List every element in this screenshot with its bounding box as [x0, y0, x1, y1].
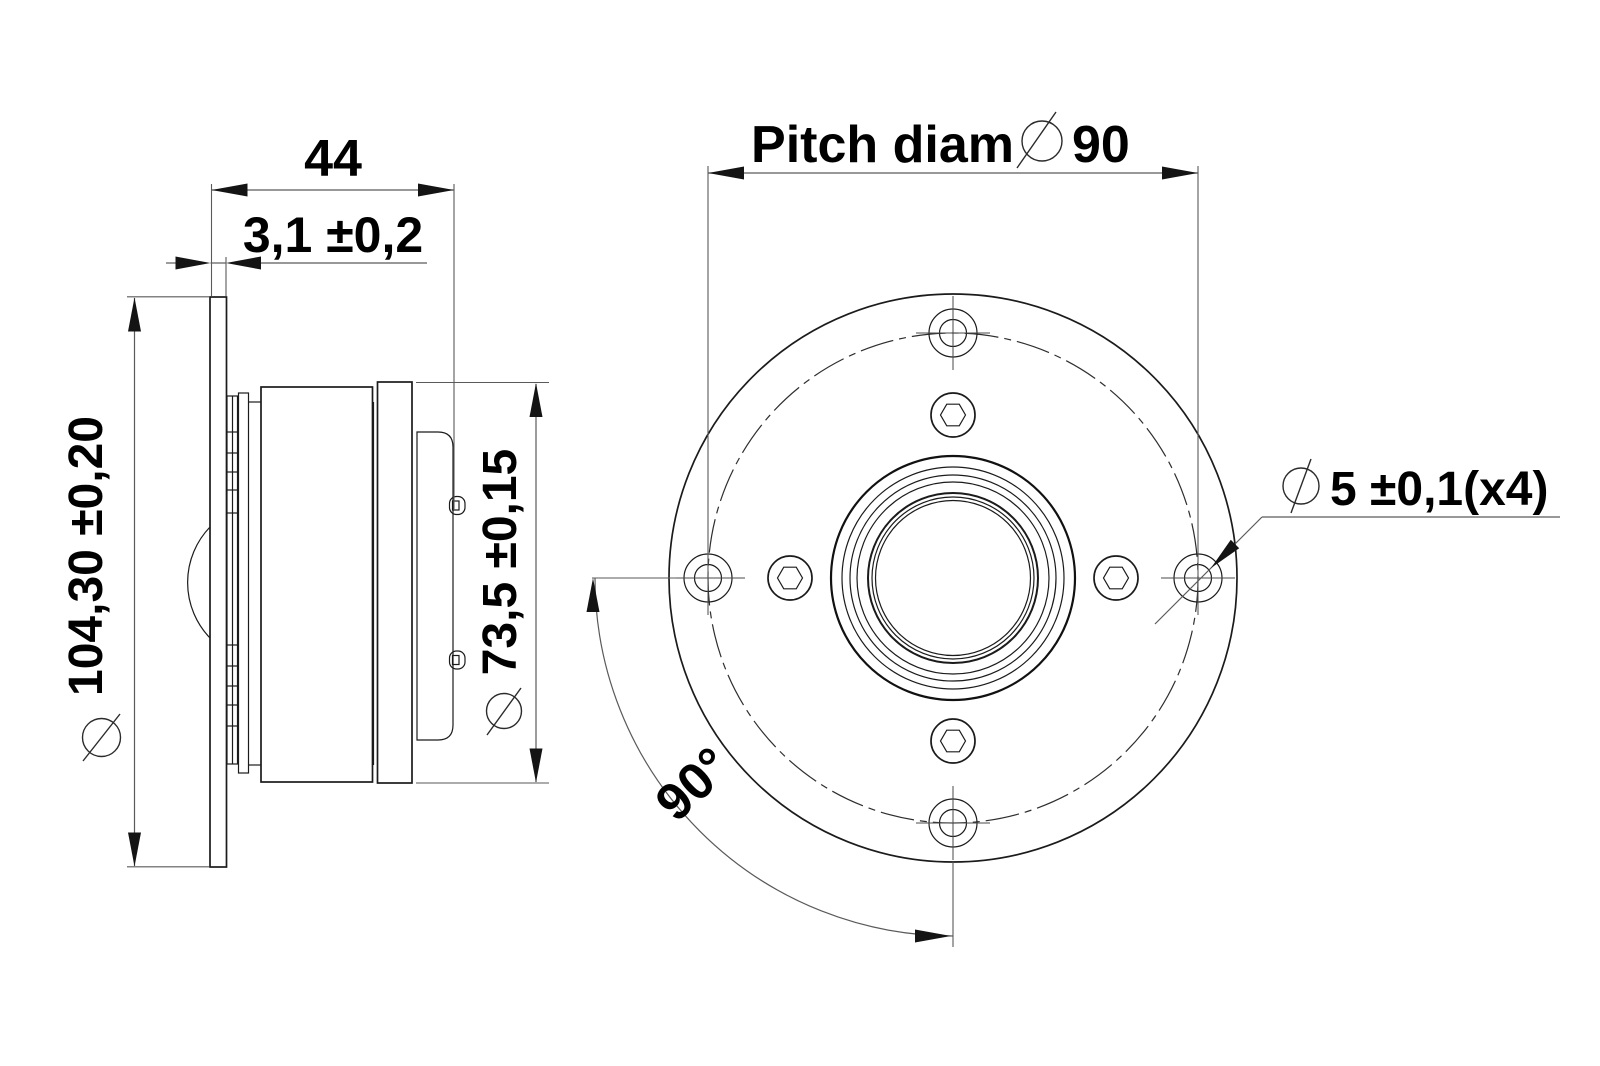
- side-dome-arc: [187, 526, 211, 639]
- dim-depth: 44: [210, 130, 455, 510]
- side-view: [187, 296, 466, 868]
- flange-diameter-value: 104,30 ±0,20: [60, 416, 113, 696]
- side-ring-ticks: [227, 431, 238, 727]
- side-rear-cover: [416, 431, 454, 741]
- dim-arrow-left: [708, 166, 744, 180]
- leader-arrow: [1211, 539, 1240, 568]
- diameter-icon: [485, 687, 523, 736]
- front-center-rings: [829, 454, 1077, 702]
- side-terminal-upper: [448, 495, 466, 516]
- angle-arrow-up: [586, 578, 600, 612]
- side-rear-plate: [376, 381, 413, 784]
- diameter-icon: [81, 713, 122, 762]
- front-hex-screw-right: [1093, 555, 1139, 601]
- dim-hole-spec: 5 ±0,1(x4): [1154, 458, 1560, 625]
- dim-flange-thickness: 3,1 ±0,2: [166, 207, 427, 296]
- dim-arrow-up: [529, 383, 543, 417]
- front-pitch-circle: [707, 332, 1199, 824]
- dim-arrow-right: [1162, 166, 1198, 180]
- dim-arrow-down: [529, 748, 543, 783]
- side-mounting-ring: [226, 395, 239, 765]
- pitch-label: Pitch diam: [751, 116, 1014, 174]
- front-hex-screw-left: [767, 555, 813, 601]
- hole-spec-value: 5 ±0,1(x4): [1330, 463, 1548, 516]
- side-flange-plate: [209, 296, 228, 868]
- side-spacer-plate: [237, 392, 250, 774]
- body-diameter-value: 73,5 ±0,15: [474, 449, 527, 676]
- dim-arrow-right: [418, 183, 454, 197]
- dim-flange-diameter: 104,30 ±0,20: [60, 296, 209, 868]
- dim-pitch-diameter: Pitch diam 90: [707, 111, 1199, 578]
- diameter-icon: [1282, 458, 1320, 514]
- depth-value: 44: [304, 130, 362, 188]
- front-flange-circle: [668, 293, 1238, 863]
- dim-arrow-right: [175, 256, 211, 270]
- flange-thickness-value: 3,1 ±0,2: [243, 207, 423, 263]
- front-bolt-hole-bottom: [916, 786, 990, 860]
- dim-arrow-left: [226, 256, 261, 270]
- side-terminal-lower: [448, 650, 466, 670]
- front-hex-screw-top: [930, 392, 976, 438]
- front-bolt-hole-top: [916, 296, 990, 370]
- dim-arrow-down: [128, 832, 141, 867]
- dim-arrow-up: [128, 297, 141, 332]
- dim-body-diameter: 73,5 ±0,15: [416, 381, 549, 784]
- front-hex-screw-bottom: [930, 718, 976, 764]
- front-view: [668, 293, 1238, 863]
- diameter-icon: [1016, 111, 1063, 169]
- dim-arrow-left: [211, 183, 248, 197]
- side-magnet-block: [260, 386, 374, 783]
- angle-arrow-right: [915, 929, 951, 943]
- pitch-value: 90: [1072, 116, 1130, 174]
